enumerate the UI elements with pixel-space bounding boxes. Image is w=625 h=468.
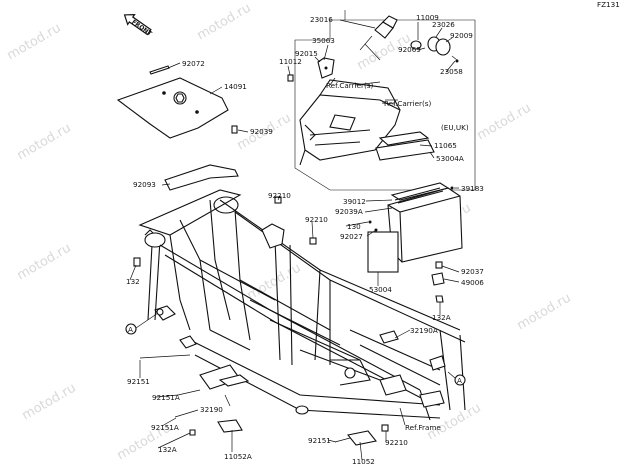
ref-frame: Ref.Frame [405,423,441,432]
cap-assembly [359,15,459,63]
part-132A-right: 132A [432,313,451,322]
part-92039A: 92039A [335,207,363,216]
watermark-7: motod.ru [245,261,304,304]
part-32190: 32190 [200,405,223,414]
ref-eu-uk: (EU,UK) [441,123,469,132]
ref-carrier-1: Ref.Carrier(s) [326,81,374,90]
part-92210-b: 92210 [305,215,328,224]
watermark-5: motod.ru [195,1,254,44]
part-35063: 35063 [312,36,335,45]
ref-carrier-2: Ref.Carrier(s) [384,99,432,108]
part-92151A-bottom: 92151A [151,423,179,432]
part-23058: 23058 [440,67,463,76]
carrier-inset [287,10,476,191]
part-23026: 23026 [432,20,455,29]
part-11009: 11009 [416,13,439,22]
part-92069: 92069 [398,45,421,54]
part-39012: 39012 [343,197,366,206]
callout-a-2: A [454,374,466,386]
part-92037: 92037 [461,267,484,276]
part-32190A: 32190A [410,326,438,335]
part-92027: 92027 [340,232,363,241]
watermark-4: motod.ru [20,381,79,424]
battery-box [367,131,463,273]
front-label: FRONT [130,19,154,38]
part-132A-bottom: 132A [158,445,177,454]
part-11012: 11012 [279,57,302,66]
part-92151A: 92151A [152,393,180,402]
part-92151-bottom: 92151 [308,436,331,445]
fasteners [133,125,445,446]
watermark-1: motod.ru [5,21,64,64]
part-92210-a: 92210 [268,191,291,200]
skid-plate [116,65,229,139]
part-92009: 92009 [450,31,473,40]
main-frame [138,189,466,421]
front-arrow-icon: FRONT [123,13,154,38]
part-11065: 11065 [434,141,457,150]
part-49006: 49006 [461,278,484,287]
figure-code: FZ131 [597,0,620,9]
part-130: 130 [347,222,361,231]
leader-lines [129,19,460,461]
part-92039: 92039 [250,127,273,136]
part-92151: 92151 [127,377,150,386]
part-53004: 53004 [369,285,392,294]
callout-a-label-1: A [128,325,133,334]
part-92210-c: 92210 [385,438,408,447]
watermark-10: motod.ru [475,101,534,144]
cross-tube [164,164,239,191]
part-92015: 92015 [295,49,318,58]
part-92072: 92072 [182,59,205,68]
watermark-3: motod.ru [15,241,74,284]
callout-a-1: A [125,323,137,335]
part-92093: 92093 [133,180,156,189]
callout-a-label-2: A [457,376,462,385]
part-39183: 39183 [461,184,484,193]
part-23016: 23016 [310,15,333,24]
watermark-11: motod.ru [515,291,574,334]
part-labels: 23016 11009 23026 92009 92069 23058 3506… [126,13,484,466]
part-53004A: 53004A [436,154,464,163]
part-11052A: 11052A [224,452,252,461]
part-11052: 11052 [352,457,375,466]
watermark-2: motod.ru [15,121,74,164]
part-132: 132 [126,277,140,286]
part-14091: 14091 [224,82,247,91]
